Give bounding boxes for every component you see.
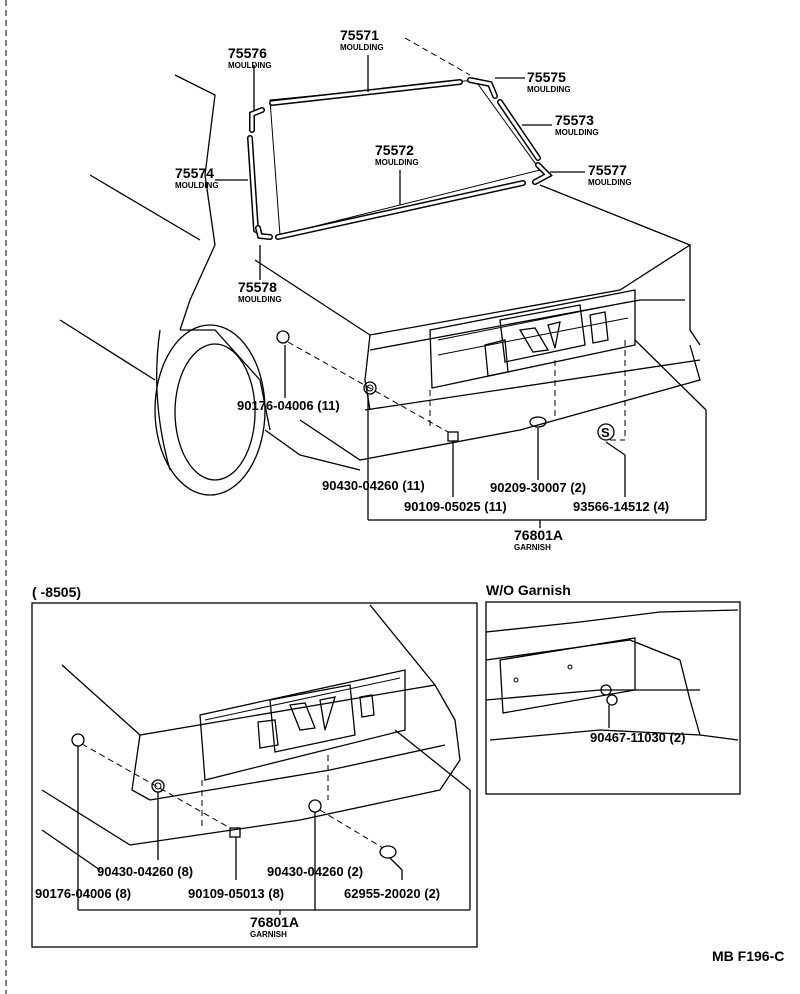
- label-76801a-top: 76801A: [514, 527, 563, 543]
- bottom-left-header: ( -8505): [32, 584, 81, 600]
- part-90109-05013: 90109-05013 (8): [188, 886, 284, 901]
- label-75578: 75578: [238, 279, 277, 295]
- part-90176-04006-b: 90176-04006 (8): [35, 886, 131, 901]
- moulding-leaders: [215, 37, 585, 280]
- svg-text:MOULDING: MOULDING: [527, 85, 571, 94]
- moulding-strips: [247, 77, 553, 240]
- bottom-left-dashed-lines: [81, 743, 384, 849]
- svg-text:GARNISH: GARNISH: [250, 930, 287, 939]
- top-part-labels: 90176-04006 (11) 90430-04260 (11) 90209-…: [237, 398, 669, 552]
- bottom-left-frame: [31, 602, 478, 948]
- label-75572: 75572: [375, 142, 414, 158]
- part-90430-04260: 90430-04260 (11): [322, 478, 425, 493]
- part-90467-11030: 90467-11030 (2): [590, 730, 685, 745]
- svg-text:MOULDING: MOULDING: [555, 128, 599, 137]
- diagram-code: MB F196-C: [712, 948, 784, 964]
- part-93566-14512: 93566-14512 (4): [573, 499, 669, 514]
- part-90176-04006: 90176-04006 (11): [237, 398, 340, 413]
- svg-text:GARNISH: GARNISH: [514, 543, 551, 552]
- svg-text:S: S: [601, 425, 610, 440]
- top-fasteners: S: [276, 330, 615, 442]
- label-75574: 75574: [175, 165, 214, 181]
- svg-text:MOULDING: MOULDING: [588, 178, 632, 187]
- label-75571: 75571: [340, 27, 379, 43]
- label-75575: 75575: [527, 69, 566, 85]
- bottom-left-labels: 90430-04260 (8) 90430-04260 (2) 90176-04…: [35, 864, 440, 939]
- part-90430-04260-b: 90430-04260 (8): [97, 864, 193, 879]
- bottom-left-car-illustration: [41, 604, 461, 871]
- bottom-right-labels: 90467-11030 (2): [590, 730, 685, 745]
- bottom-right-frame: [485, 601, 741, 795]
- part-90109-05025: 90109-05025 (11): [404, 499, 507, 514]
- part-90209-30007: 90209-30007 (2): [490, 480, 586, 495]
- bottom-left-leaders: [77, 729, 471, 915]
- part-62955-20020: 62955-20020 (2): [344, 886, 440, 901]
- top-dashed-lines: [287, 340, 626, 441]
- svg-text:MOULDING: MOULDING: [238, 295, 282, 304]
- bottom-right-header: W/O Garnish: [486, 582, 571, 598]
- moulding-labels: 75571 MOULDING 75576 MOULDING 75575 MOUL…: [175, 27, 632, 304]
- label-75573: 75573: [555, 112, 594, 128]
- bottom-right-car-illustration: [485, 609, 739, 741]
- svg-text:MOULDING: MOULDING: [175, 181, 219, 190]
- label-76801a-bottom: 76801A: [250, 914, 299, 930]
- svg-text:MOULDING: MOULDING: [340, 43, 384, 52]
- label-75577: 75577: [588, 162, 627, 178]
- svg-text:MOULDING: MOULDING: [228, 61, 272, 70]
- part-90430-04260-c: 90430-04260 (2): [267, 864, 363, 879]
- top-part-leaders: [284, 339, 707, 528]
- label-75576: 75576: [228, 45, 267, 61]
- svg-text:MOULDING: MOULDING: [375, 158, 419, 167]
